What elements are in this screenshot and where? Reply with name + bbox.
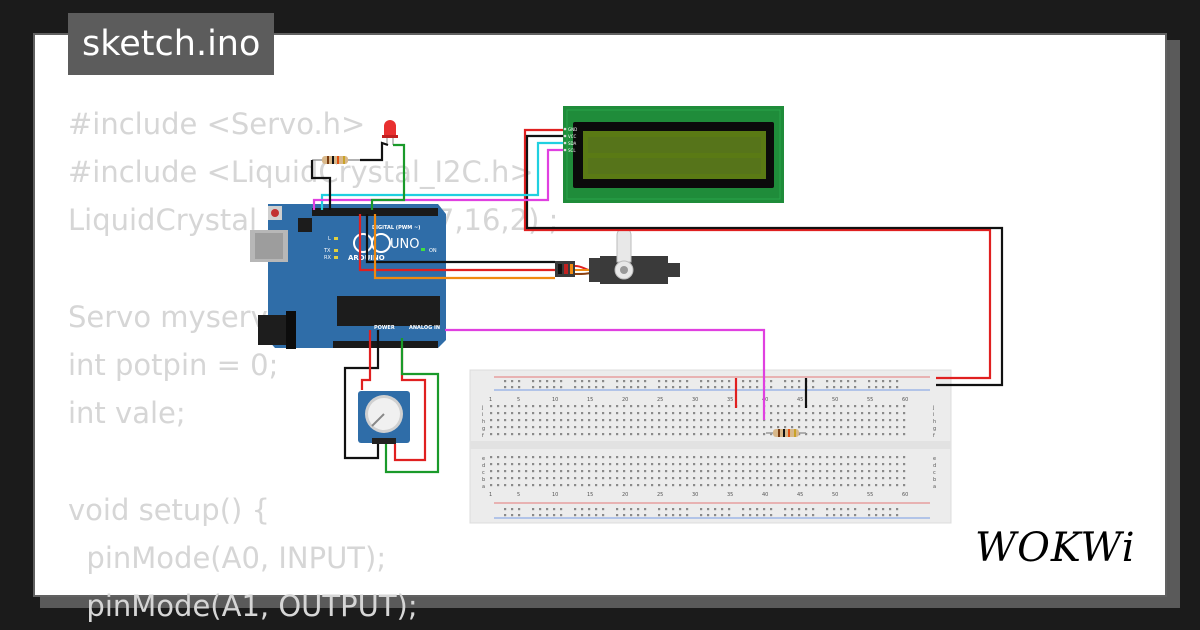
arduino-uno: ARDUINO UNO DIGITAL (PWM ~) POWER ANALOG… (250, 204, 446, 349)
red-led (382, 120, 398, 145)
breadboard-column-number: 55 (867, 492, 873, 498)
breadboard-column-number: 5 (517, 397, 520, 403)
led-resistor (312, 156, 360, 164)
sketch-title: sketch.ino (68, 13, 275, 75)
lcd-pin-gnd: GND (568, 127, 577, 132)
breadboard-column-number: 5 (517, 492, 520, 498)
breadboard-row-letter: a (933, 484, 936, 490)
breadboard-row-letter: d (482, 463, 485, 469)
breadboard-column-number: 1 (489, 492, 492, 498)
breadboard-column-number: 25 (657, 492, 663, 498)
breadboard-row-letter: a (482, 484, 485, 490)
arduino-power-label: POWER (374, 325, 395, 331)
breadboard-column-number: 30 (692, 492, 698, 498)
breadboard-column-number: 35 (727, 397, 733, 403)
breadboard-row-letter: g (933, 426, 936, 432)
breadboard-column-number: 15 (587, 492, 593, 498)
breadboard-column-number: 50 (832, 492, 838, 498)
breadboard-column-number: 55 (867, 397, 873, 403)
breadboard-column-number: 10 (552, 397, 558, 403)
breadboard-column-number: 40 (762, 397, 768, 403)
breadboard-column-number: 35 (727, 492, 733, 498)
potentiometer (358, 391, 410, 444)
breadboard-column-number: 15 (587, 397, 593, 403)
lcd-pin-scl: SCL (568, 148, 576, 153)
wires (310, 128, 1004, 474)
arduino-on-label: ON (429, 248, 437, 254)
breadboard-column-number: 45 (797, 397, 803, 403)
breadboard-column-number: 1 (489, 397, 492, 403)
code-line: pinMode(A0, INPUT); (68, 540, 387, 575)
code-line: #include <Servo.h> (68, 107, 366, 141)
arduino-digital-label: DIGITAL (PWM ~) (372, 225, 420, 231)
breadboard-column-number: 60 (902, 397, 908, 403)
breadboard-column-number: 20 (622, 397, 628, 403)
breadboard-row-letter: f (482, 433, 484, 439)
breadboard-row-letter: i (482, 412, 483, 418)
breadboard-row-letter: i (933, 412, 934, 418)
breadboard-resistor (766, 429, 806, 437)
breadboard-column-number: 30 (692, 397, 698, 403)
breadboard-row-letter: e (933, 456, 936, 462)
arduino-analog-label: ANALOG IN (409, 325, 440, 331)
breadboard-row-letter: h (933, 419, 936, 425)
code-line: pinMode(A1, OUTPUT); (68, 588, 418, 623)
breadboard-row-letter: b (482, 477, 485, 483)
arduino-rx-label: RX (324, 255, 331, 261)
arduino-l-label: L (328, 236, 331, 242)
lcd-pin-sda: SDA (568, 141, 577, 146)
breadboard-column-number: 25 (657, 397, 663, 403)
breadboard-row-letter: f (933, 433, 935, 439)
breadboard-column-number: 60 (902, 492, 908, 498)
arduino-model-label: UNO (390, 237, 419, 252)
breadboard-row-letter: b (933, 477, 936, 483)
breadboard-column-number: 45 (797, 492, 803, 498)
lcd-pin-vcc: VCC (568, 134, 577, 139)
code-line: int vale; (68, 396, 186, 431)
lcd-display: GND VCC SDA SCL (563, 106, 784, 203)
code-line: int potpin = 0; (68, 347, 279, 382)
wokwi-logo: WOKWi (975, 525, 1136, 571)
code-line: void setup() { (68, 492, 270, 527)
breadboard-row-letter: h (482, 419, 485, 425)
breadboard-row-letter: c (933, 470, 936, 476)
breadboard-column-number: 10 (552, 492, 558, 498)
breadboard-column-number: 50 (832, 397, 838, 403)
breadboard: 1155101015152020252530303535404045455050… (469, 369, 952, 524)
servo-motor (555, 227, 680, 284)
arduino-tx-label: TX (323, 248, 331, 254)
breadboard-row-letter: j (481, 405, 483, 411)
breadboard-row-letter: j (932, 405, 934, 411)
breadboard-row-letter: e (482, 456, 485, 462)
breadboard-row-letter: c (482, 470, 485, 476)
breadboard-row-letter: g (482, 426, 485, 432)
breadboard-column-number: 20 (622, 492, 628, 498)
breadboard-row-letter: d (933, 463, 936, 469)
breadboard-column-number: 40 (762, 492, 768, 498)
